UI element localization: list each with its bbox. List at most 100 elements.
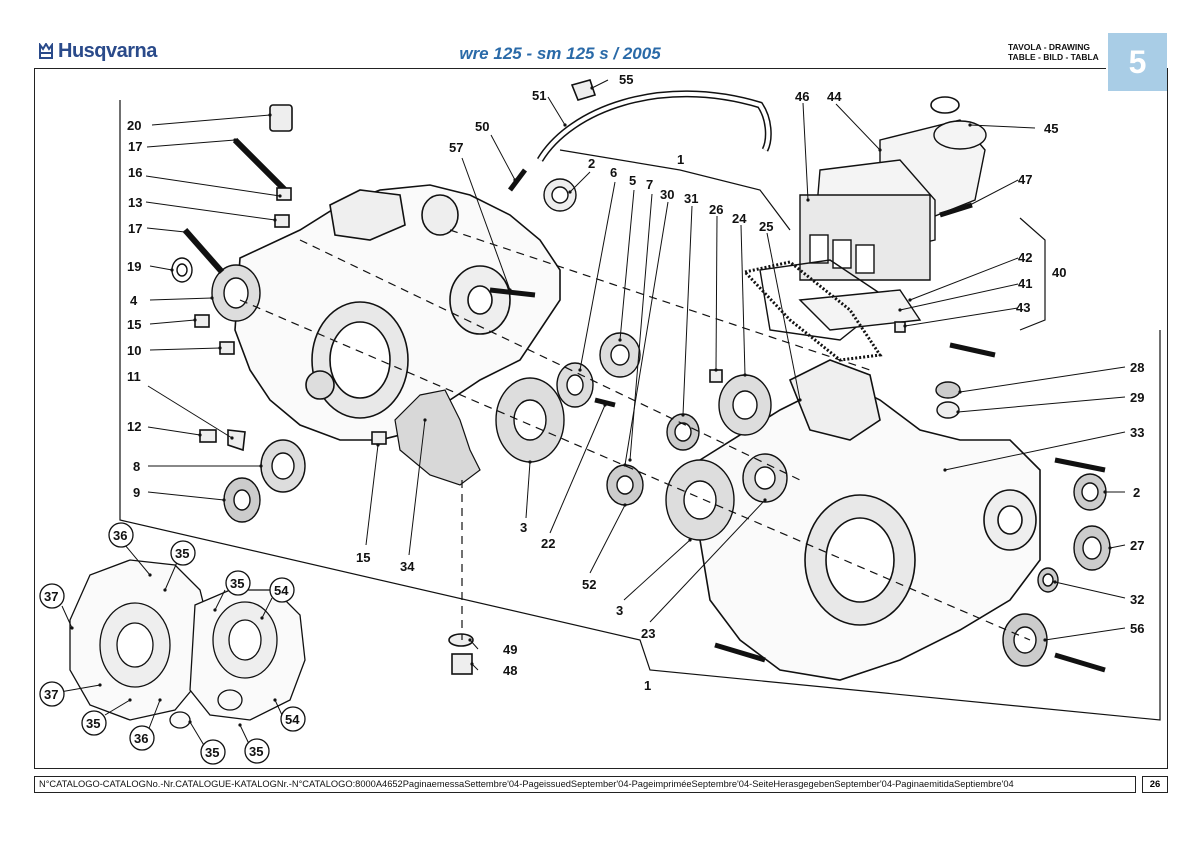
bearing-8 — [260, 439, 306, 493]
callout-3b: 3 — [616, 603, 623, 618]
table-number-badge: 5 — [1108, 33, 1167, 91]
callout-37b: 37 — [44, 687, 58, 702]
dowel-10 — [219, 341, 235, 355]
callout-1a: 1 — [677, 152, 684, 167]
callout-35a: 35 — [175, 546, 189, 561]
callout-25: 25 — [759, 219, 773, 234]
drawing-frame — [34, 68, 1168, 769]
inset-view — [69, 559, 306, 729]
page-title: wre 125 - sm 125 s / 2005 — [459, 44, 661, 63]
inset-callout-circles — [39, 522, 306, 765]
plug-20 — [269, 104, 293, 132]
callout-40: 40 — [1052, 265, 1066, 280]
callout-17a: 17 — [128, 139, 142, 154]
stud-17a — [232, 137, 288, 193]
callout-57: 57 — [449, 140, 463, 155]
callout-31: 31 — [684, 191, 698, 206]
callout-41: 41 — [1018, 276, 1032, 291]
brand-name: Husqvarna — [58, 40, 157, 62]
callout-42: 42 — [1018, 250, 1032, 265]
clamp-45 — [930, 96, 960, 114]
bearing-4 — [211, 264, 261, 322]
drawing-label-line1: TAVOLA - DRAWING — [1008, 42, 1090, 52]
nipple-50 — [508, 168, 527, 192]
callout-35d: 35 — [205, 745, 219, 760]
stud-17b — [182, 228, 225, 274]
bolt-47 — [939, 202, 973, 218]
callout-37a: 37 — [44, 589, 58, 604]
callout-16: 16 — [128, 165, 142, 180]
screw-43 — [894, 321, 906, 333]
callout-49: 49 — [503, 642, 517, 657]
callout-48: 48 — [503, 663, 517, 678]
screw-22 — [594, 397, 616, 408]
drain-plug-48 — [451, 653, 473, 675]
header-divider — [34, 68, 1106, 69]
callout-28: 28 — [1130, 360, 1144, 375]
drawing-label-line2: TABLE - BILD - TABLA — [1008, 52, 1099, 62]
seal-2 — [1073, 473, 1107, 511]
dowel-15b — [371, 431, 387, 445]
gasket-34 — [394, 389, 481, 486]
callout-17b: 17 — [128, 221, 142, 236]
callout-29: 29 — [1130, 390, 1144, 405]
screw-26 — [709, 369, 723, 383]
callout-33: 33 — [1130, 425, 1144, 440]
callout-13: 13 — [128, 195, 142, 210]
callout-46: 46 — [795, 89, 809, 104]
callout-7: 7 — [646, 177, 653, 192]
callout-23: 23 — [641, 626, 655, 641]
callout-19: 19 — [127, 259, 141, 274]
husqvarna-logo: Husqvarna — [38, 40, 157, 63]
callout-34: 34 — [400, 559, 415, 574]
callout-55: 55 — [619, 72, 633, 87]
gasket-25 — [742, 260, 883, 362]
bolt-33 — [1054, 457, 1106, 473]
group-brackets — [119, 100, 1161, 721]
callout-12: 12 — [127, 419, 141, 434]
callout-4: 4 — [130, 293, 138, 308]
screw-12 — [199, 429, 217, 443]
clip-55 — [570, 79, 597, 101]
callout-47: 47 — [1018, 172, 1032, 187]
callout-50: 50 — [475, 119, 489, 134]
dowel-13 — [274, 214, 290, 228]
callout-35e: 35 — [249, 744, 263, 759]
bearing-3a — [495, 377, 565, 463]
bearing-3b — [665, 459, 735, 541]
callout-36b: 36 — [134, 731, 148, 746]
callout-15b: 15 — [356, 550, 370, 565]
dowel-16 — [276, 187, 292, 201]
callout-1b: 1 — [644, 678, 651, 693]
callout-54b: 54 — [285, 712, 300, 727]
page-number: 26 — [1142, 776, 1168, 793]
dowel-15 — [194, 314, 210, 328]
callout-52: 52 — [582, 577, 596, 592]
callout-20: 20 — [127, 118, 141, 133]
bushing-28-29 — [935, 381, 961, 419]
callout-32: 32 — [1130, 592, 1144, 607]
callout-44: 44 — [827, 89, 842, 104]
bolt-56 — [1054, 652, 1106, 673]
callout-3a: 3 — [520, 520, 527, 535]
callout-2b: 2 — [1133, 485, 1140, 500]
callout-51: 51 — [532, 88, 546, 103]
callout-6: 6 — [610, 165, 617, 180]
bearing-6 — [556, 362, 594, 408]
bolt-1b — [714, 642, 766, 663]
callout-56: 56 — [1130, 621, 1144, 636]
callout-2a: 2 — [588, 156, 595, 171]
callout-5: 5 — [629, 173, 636, 188]
callout-22: 22 — [541, 536, 555, 551]
seal-32 — [1037, 567, 1059, 593]
drawing-label: TAVOLA - DRAWING TABLE - BILD - TABLA — [1008, 42, 1099, 62]
bearing-23 — [742, 453, 788, 503]
bearing-5 — [599, 332, 641, 378]
assembly-axes — [239, 229, 1031, 641]
callout-11: 11 — [127, 369, 141, 384]
callout-35b: 35 — [230, 576, 244, 591]
bolt-57 — [489, 287, 536, 298]
husqvarna-crown-icon — [39, 42, 53, 59]
leader-lines — [59, 79, 1126, 748]
